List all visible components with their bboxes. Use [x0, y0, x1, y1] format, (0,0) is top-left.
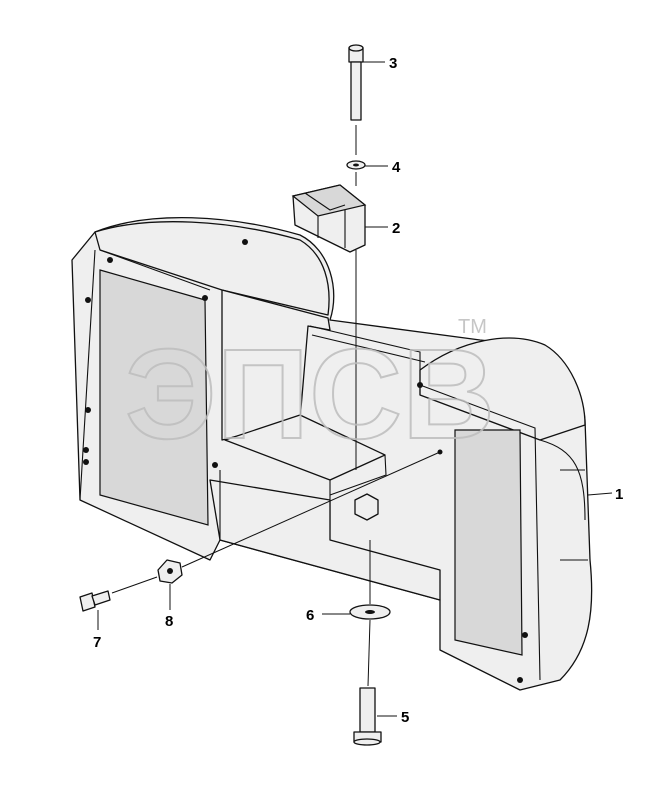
bracket [291, 184, 367, 253]
callout-6: 6 [306, 607, 314, 624]
washer-large [349, 604, 391, 620]
callout-1: 1 [615, 486, 623, 503]
washer-side [157, 559, 183, 584]
callout-7: 7 [93, 634, 101, 651]
bolt-bottom [353, 687, 382, 746]
callout-5: 5 [401, 709, 409, 726]
trademark-mark: TM [458, 316, 487, 338]
callout-8: 8 [165, 613, 173, 630]
bolt-long [348, 44, 364, 121]
bolt-small [79, 590, 111, 612]
callout-3: 3 [389, 55, 397, 72]
washer-small [346, 160, 366, 170]
callout-2: 2 [392, 220, 400, 237]
svg-text:ЭПСВ: ЭПСВ [125, 323, 495, 466]
watermark-logo: ЭПСВ TM [124, 316, 496, 467]
callout-4: 4 [392, 159, 401, 176]
counterweight [71, 216, 593, 691]
